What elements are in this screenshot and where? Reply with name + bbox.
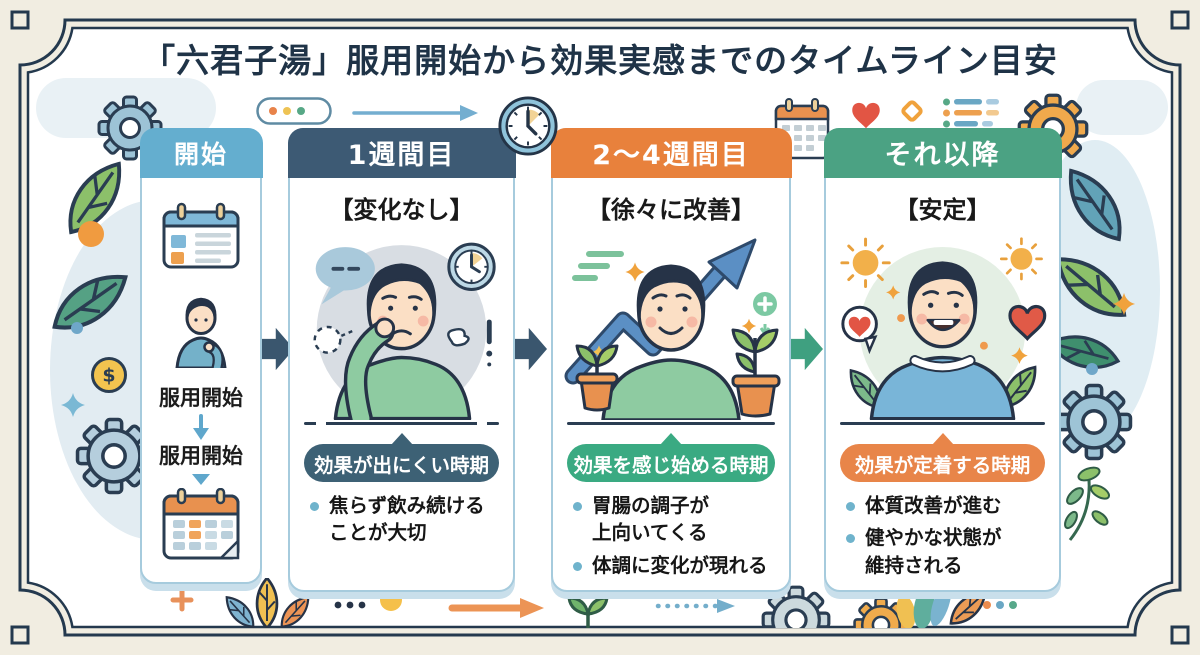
timeline-card-week2-4: 2〜4週間目 【徐々に改善】 bbox=[550, 127, 792, 592]
browser-dots-icon bbox=[256, 97, 332, 125]
phase-banner-label: 効果が出にくい時期 bbox=[313, 453, 490, 477]
background-blob bbox=[1076, 80, 1168, 135]
card-header-label: それ以降 bbox=[884, 140, 1001, 171]
page-title: 「六君子湯」服用開始から効果実感までのタイムライン目安 bbox=[142, 41, 1058, 80]
person-icon bbox=[142, 290, 260, 368]
dot-icon bbox=[380, 589, 402, 611]
heart-icon bbox=[851, 99, 881, 129]
plus-icon bbox=[170, 588, 194, 612]
bullet-item: 体質改善が進む bbox=[844, 492, 1053, 519]
clock-icon bbox=[497, 95, 559, 157]
bullet-item: 健やかな状態が 維持される bbox=[844, 524, 1053, 579]
ellipsis-dots-icon bbox=[334, 601, 368, 609]
illustration-no-change bbox=[296, 228, 507, 431]
diamond-sparkle-icon bbox=[897, 96, 927, 126]
card-subtitle: 【変化なし】 bbox=[329, 196, 474, 224]
bullet-list: 胃腸の調子が 上向いてくる 体調に変化が現れる bbox=[571, 492, 783, 584]
dot-icon bbox=[71, 322, 83, 334]
card-subtitle: 【安定】 bbox=[894, 196, 991, 224]
bullet-item: 胃腸の調子が 上向いてくる bbox=[571, 492, 783, 547]
phase-banner: 効果を感じ始める時期 bbox=[567, 444, 775, 482]
card-header: 1週間目 bbox=[287, 127, 516, 178]
timeline-card-week1: 1週間目 【変化なし】 bbox=[287, 127, 516, 592]
timeline-card-start: 開始 bbox=[139, 127, 263, 584]
divider-line bbox=[567, 422, 775, 425]
timeline-card-after: それ以降 【安定】 bbox=[823, 127, 1062, 592]
frame-corner-squares bbox=[10, 10, 1190, 645]
svg-text:$: $ bbox=[102, 365, 115, 387]
card-header-label: 2〜4週間目 bbox=[592, 140, 750, 171]
phase-banner: 効果が定着する時期 bbox=[840, 444, 1045, 482]
dot-icon bbox=[1086, 363, 1098, 375]
card-header: 2〜4週間目 bbox=[550, 127, 792, 178]
phase-banner: 効果が出にくい時期 bbox=[304, 444, 499, 482]
triangle-down-icon bbox=[192, 474, 210, 485]
leaf-icon bbox=[44, 252, 136, 352]
bullet-item: 焦らず飲み続ける ことが大切 bbox=[308, 492, 507, 547]
sparkle-icon bbox=[60, 392, 86, 418]
arrow-right-icon bbox=[448, 596, 548, 620]
dot-icon bbox=[78, 221, 104, 247]
bullet-list: 焦らず飲み続ける ことが大切 bbox=[308, 492, 507, 552]
sprout-icon bbox=[565, 586, 611, 628]
illustration-stable bbox=[832, 228, 1053, 421]
leaf-cluster-icon bbox=[888, 580, 998, 628]
gear-icon bbox=[1054, 382, 1134, 462]
step-label: 服用開始 bbox=[159, 386, 243, 410]
divider-line bbox=[840, 422, 1045, 425]
calendar-icon bbox=[142, 202, 260, 270]
branch-icon bbox=[1058, 462, 1128, 542]
bullet-item: 体調に変化が現れる bbox=[571, 552, 783, 579]
colored-dots-icon bbox=[982, 600, 1020, 610]
bullet-list: 体質改善が進む 健やかな状態が 維持される bbox=[844, 492, 1053, 584]
calendar-icon bbox=[142, 488, 260, 562]
bottom-decoration-strip bbox=[32, 574, 1168, 628]
card-header-label: 1週間目 bbox=[347, 140, 456, 171]
sparkle-icon bbox=[1112, 292, 1136, 316]
list-icon bbox=[942, 97, 1004, 129]
arrow-right-icon bbox=[352, 103, 482, 123]
step-label: 服用開始 bbox=[159, 444, 243, 468]
phase-banner-label: 効果を感じ始める時期 bbox=[573, 453, 769, 477]
illustration-improving bbox=[559, 228, 783, 422]
card-subtitle: 【徐々に改善】 bbox=[587, 196, 755, 224]
phase-banner-label: 効果が定着する時期 bbox=[854, 453, 1031, 477]
coin-icon: $ bbox=[90, 356, 128, 394]
card-header-label: 開始 bbox=[173, 139, 228, 169]
card-header: それ以降 bbox=[823, 127, 1062, 178]
card-header: 開始 bbox=[139, 127, 263, 178]
dotted-arrow-icon bbox=[655, 598, 739, 614]
arrow-down-icon bbox=[142, 414, 260, 442]
divider-line bbox=[304, 422, 499, 425]
